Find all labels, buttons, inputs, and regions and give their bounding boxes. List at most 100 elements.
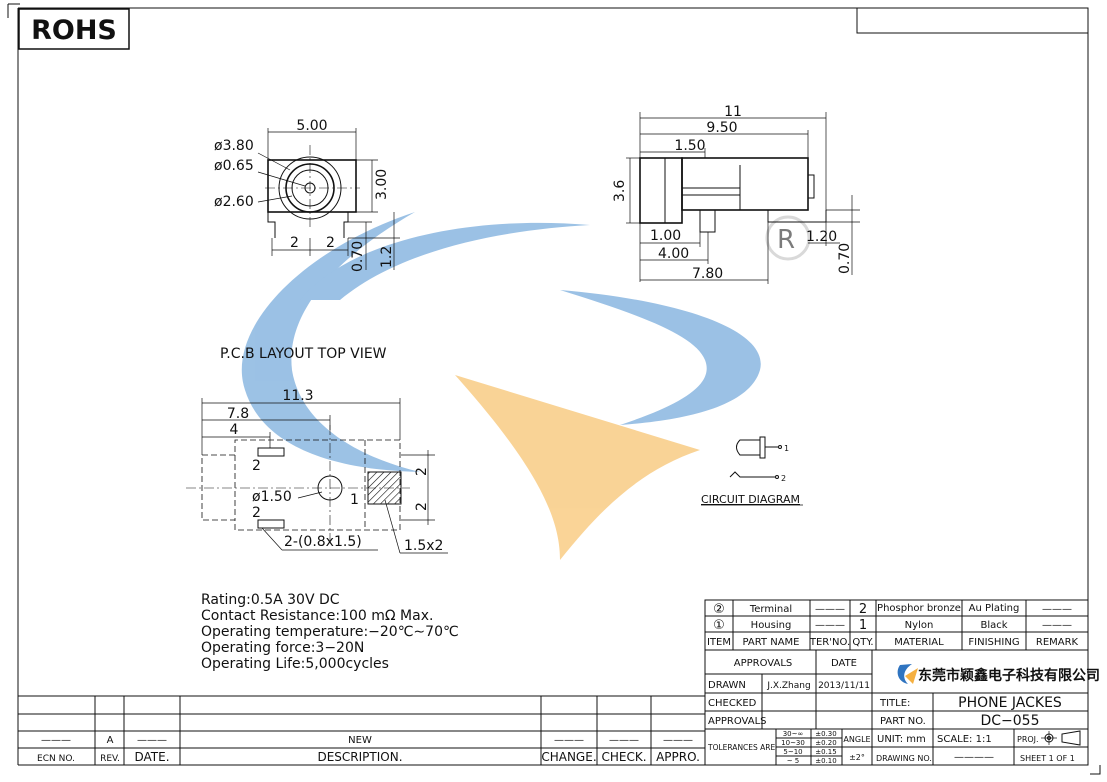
bom-hdr-material: MATERIAL [894,637,944,648]
rev-desc-val: NEW [348,735,372,746]
front-pin-h2: 1.2 [379,246,395,268]
watermark-logo: R [241,212,811,560]
front-dia-260: ø2.60 [214,194,254,210]
front-view: 5.00 3.00 ø3.80 ø0.65 ø2.60 2 2 0.70 1.2 [214,118,400,272]
pcb-pin2-top: 2 [252,458,261,474]
pcb-pin2-bot: 2 [252,505,261,521]
bom-row1-ter: ——— [815,620,845,631]
tb-approvals-hdr: APPROVALS [734,658,793,669]
tb-checked-label: CHECKED [708,698,757,709]
side-view: 11 9.50 1.50 3.6 1.00 4.00 7.80 1.20 0.7… [612,104,860,284]
tb-tol-range-2: 10~30 [781,739,805,747]
tb-unit: UNIT: mm [877,734,926,745]
circuit-title: CIRCUIT DIAGRAM [701,493,800,506]
rev-ecn-val: ——— [41,735,71,746]
rev-change-val: ——— [554,735,584,746]
side-dim-780: 7.80 [692,266,723,282]
bom-row1-remark: ——— [1042,620,1072,631]
tb-sheet: SHEET 1 OF 1 [1020,754,1075,763]
projection-symbol-icon [1041,730,1081,746]
spec-contact-resistance: Contact Resistance:100 mΩ Max. [201,608,433,624]
tb-tol-val-3: ±0.15 [815,748,836,756]
bom-row2-qty: 2 [859,602,867,617]
side-dim-100: 1.00 [650,228,681,244]
side-dim-120: 1.20 [806,229,837,245]
side-body-label: 9.50 [706,120,737,136]
bom-hdr-name: PART NAME [742,637,799,648]
bom-row1-qty: 1 [859,618,867,633]
specifications: Rating:0.5A 30V DC Contact Resistance:10… [201,592,459,672]
rohs-label: ROHS [31,15,117,46]
rev-hdr-ecn: ECN NO. [37,754,75,764]
circuit-node-1: 1 [784,444,789,453]
tb-scale: SCALE: 1:1 [937,734,992,745]
front-width-label: 5.00 [296,118,327,134]
pcb-pad-label: 1.5x2 [404,538,443,554]
rev-hdr-appro: APPRO. [656,750,700,764]
rev-hdr-check: CHECK. [601,750,646,764]
circuit-diagram: 1 2 CIRCUIT DIAGRAM [701,436,803,506]
spec-life: Operating Life:5,000cycles [201,656,389,672]
pcb-hole-label: ø1.50 [252,489,292,505]
rev-hdr-desc: DESCRIPTION. [317,750,402,764]
tb-proj: PROJ. [1017,735,1039,744]
spec-force: Operating force:3−20N [201,640,364,656]
front-dia-380: ø3.80 [214,138,254,154]
bom-hdr-qty: QTY. [852,637,873,648]
bom-row2-ter: ——— [815,604,845,615]
bom-table: ② Terminal ——— 2 Phosphor bronze Au Plat… [704,599,1089,651]
rev-check-val: ——— [609,735,639,746]
pcb-spacing-top: 2 [414,467,430,476]
tb-drawn-by: J.X.Zhang [766,681,810,691]
tb-tol-range-1: 30~∞ [783,730,804,738]
bom-hdr-remark: REMARK [1036,637,1079,648]
bom-hdr-item: ITEM [707,637,731,648]
registered-mark: R [777,225,795,255]
side-front-label: 1.50 [674,138,705,154]
tb-drawn-date: 2013/11/11 [818,681,870,691]
pcb-layout: P.C.B LAYOUT TOP VIEW 11.3 7.8 4 2 2 1 ø… [186,346,448,554]
rohs-badge: ROHS [18,8,130,50]
bom-row2-item: ② [713,602,725,617]
tb-drawn-label: DRAWN [708,680,746,691]
pcb-width-total: 11.3 [282,388,313,404]
front-height-label: 3.00 [374,169,390,200]
bom-row1-item: ① [713,618,725,633]
pcb-slot-label: 2-(0.8x1.5) [284,534,362,550]
side-total-label: 11 [724,104,742,120]
tb-part-no: DC−055 [980,713,1039,729]
tb-date-hdr: DATE [831,658,857,669]
tb-drawing-no-val: ———— [954,752,994,763]
tb-part-label: PART NO. [880,716,926,727]
bom-row2-remark: ——— [1042,604,1072,615]
pcb-width-78: 7.8 [227,406,249,422]
rev-rev-val: A [107,735,114,746]
revision-table: ——— A ——— NEW ——— ——— ——— ECN NO. REV. D… [18,695,705,765]
bom-row2-material: Phosphor bronze [877,603,961,614]
pcb-spacing-bot: 2 [414,502,430,511]
circuit-node-2: 2 [781,474,786,483]
side-dim-070: 0.70 [837,243,853,274]
rev-appro-val: ——— [663,735,693,746]
rev-hdr-date: DATE. [134,750,169,764]
tb-company: 东莞市颖鑫电子科技有限公司 [918,667,1100,684]
tb-title: PHONE JACKES [958,695,1062,711]
tb-tol-range-3: 5~10 [783,748,802,756]
rev-hdr-rev: REV. [100,754,120,764]
rev-hdr-change: CHANGE. [541,750,596,764]
tb-title-label: TITLE: [879,698,910,709]
pcb-width-4: 4 [230,422,239,438]
tb-angle-value: ±2° [849,753,865,762]
tb-approvals-label: APPROVALS [708,716,767,727]
pcb-title: P.C.B LAYOUT TOP VIEW [220,346,387,362]
company-logo-icon [897,664,918,684]
spec-rating: Rating:0.5A 30V DC [201,592,340,608]
bom-row1-finish: Black [980,620,1007,631]
tb-drawing-no: DRAWING NO. [876,754,932,763]
rev-date-val: ——— [137,735,167,746]
side-height-label: 3.6 [612,180,628,202]
tb-tol-val-1: ±0.30 [815,730,836,738]
front-pin-a: 2 [290,235,299,251]
sheet-border [7,3,1101,775]
